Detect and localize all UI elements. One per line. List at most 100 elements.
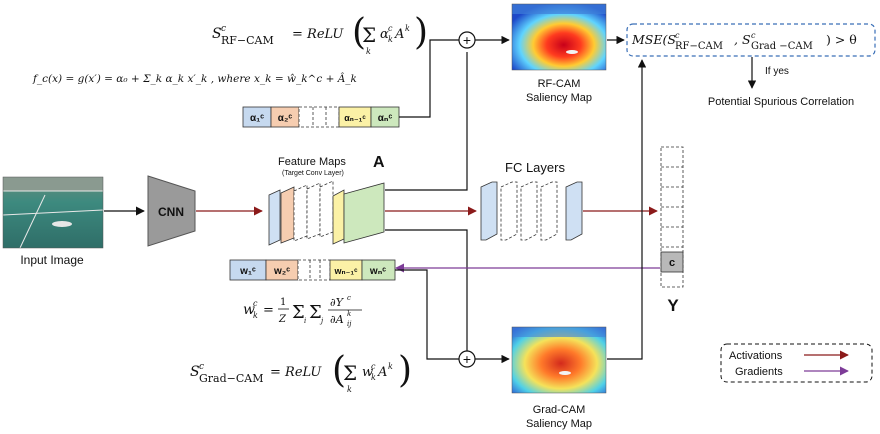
mse-text: MSE(S [631,32,676,47]
cnn-label: CNN [158,205,184,219]
svg-text:Σ: Σ [309,302,322,323]
output-vector [660,146,684,288]
svg-text:c: c [221,24,226,34]
svg-text:Grad−CAM: Grad−CAM [199,372,264,385]
svg-text:i: i [304,317,306,325]
svg-text:k: k [347,385,352,394]
output-symbol: Y [667,296,679,315]
svg-text:j: j [319,317,324,325]
conclusion-label: Potential Spurious Correlation [708,96,854,108]
input-image-label: Input Image [20,253,84,267]
svg-text:S: S [212,26,222,42]
svg-text:c: c [199,362,204,372]
legend-box [720,343,873,383]
mse-box [626,23,876,57]
feature-map-stack [268,180,385,246]
rfcam-formula-sup: c [221,24,226,34]
svg-text:1: 1 [280,297,286,308]
mse-formula: MSE(S c RF−CAM , S c Grad −CAM ) > θ [631,31,857,52]
rfcam-saliency-map [511,3,607,71]
alpha-coefficient-boxes [242,106,400,128]
svg-text:k: k [253,311,258,320]
svg-text:Grad −CAM: Grad −CAM [751,41,813,52]
arrow-gradcam-to-mse [607,59,647,360]
svg-text:c: c [388,24,393,33]
feature-maps-symbol: A [373,154,385,171]
line-features-to-rfcam [385,52,468,191]
mse-sub1: RF−CAM [675,41,723,52]
fc-layers [480,181,583,241]
line-alpha-to-combine [399,39,459,118]
mse-tail: ) > θ [826,32,857,47]
svg-text:k: k [347,310,351,318]
svg-text:α: α [380,27,389,42]
rfcam-formula-s: S [212,26,222,42]
svg-text:k: k [371,373,376,382]
line-features-to-gradcam [385,229,468,351]
alpha-1-label: α₁ᶜ [250,113,264,124]
svg-text:c: c [347,294,351,302]
rfcam-map-label-1: RF-CAM [538,78,581,90]
svg-text:k: k [366,47,371,56]
svg-text:) > θ: ) > θ [826,32,857,47]
svg-text:w: w [362,365,373,380]
rfcam-map-label-2: Saliency Map [526,92,592,104]
gradcam-formula: S c Grad−CAM = ReLU ( Σ k w c k A k ) [190,350,412,394]
svg-text:S: S [190,364,200,380]
rfcam-formula-sub: RF−CAM [221,34,274,47]
mse-sub2: Grad −CAM [751,41,813,52]
svg-text:= ReLU: = ReLU [270,365,322,380]
svg-text:k: k [405,24,410,33]
svg-text:c: c [751,31,756,40]
weight-1-label: w₁ᶜ [239,266,256,277]
if-yes-label: If yes [765,66,789,77]
cnn-block [147,175,196,247]
weight-n-label: wₙᶜ [369,266,386,277]
svg-text:A: A [377,365,387,380]
svg-text:RF−CAM: RF−CAM [221,34,274,47]
rfcam-formula: S c RF−CAM = ReLU ( Σ k α c k A k ) [212,12,428,56]
svg-text:(: ( [352,12,366,53]
weight-formula: w c k = 1 Z Σ i Σ j ∂Y c ∂A k ij [243,294,362,328]
svg-text:, S: , S [734,32,751,47]
svg-text:Σ: Σ [362,23,376,47]
input-image [2,176,104,249]
svg-text:Σ: Σ [292,302,305,323]
gradcam-map-label-1: Grad-CAM [533,404,586,416]
svg-text:k: k [388,362,393,371]
svg-text:): ) [414,12,428,53]
legend-gradients-label: Gradients [735,366,783,378]
line-weights-to-combine [395,269,459,360]
svg-text:∂Y: ∂Y [330,296,345,309]
alpha-n-1-label: αₙ₋₁ᶜ [344,113,366,123]
svg-text:MSE(S: MSE(S [631,32,676,47]
svg-text:Z: Z [278,314,287,325]
gradcam-formula-sub: Grad−CAM [199,372,264,385]
weight-2-label: w₂ᶜ [273,266,290,277]
legend-activations-label: Activations [729,350,783,362]
rfcam-surrogate-formula: f_c(x) = g(x′) = α₀ + Σ_k α_k x′_k , whe… [32,71,357,85]
output-class-label: c [669,257,675,269]
svg-text:=: = [263,303,274,318]
svg-text:A: A [394,27,404,42]
svg-text:c: c [371,362,376,371]
svg-text:+: + [463,351,471,367]
svg-text:(: ( [332,350,346,391]
weight-n-1-label: wₙ₋₁ᶜ [334,266,359,276]
weight-boxes [229,259,396,281]
feature-maps-title: Feature Maps [278,156,346,168]
feature-maps-subtitle: (Target Conv Layer) [282,170,344,177]
svg-text:RF−CAM: RF−CAM [675,41,723,52]
svg-text:w: w [243,302,255,318]
svg-text:k: k [388,35,393,44]
svg-text:Σ: Σ [343,361,357,385]
fc-title: FC Layers [505,160,565,175]
svg-text:): ) [398,350,412,391]
svg-text:= ReLU: = ReLU [292,27,344,42]
svg-text:c: c [675,31,680,40]
gradcam-map-label-2: Saliency Map [526,418,592,430]
rfcam-formula-rhs: = ReLU [292,27,344,42]
alpha-n-label: αₙᶜ [378,113,393,124]
